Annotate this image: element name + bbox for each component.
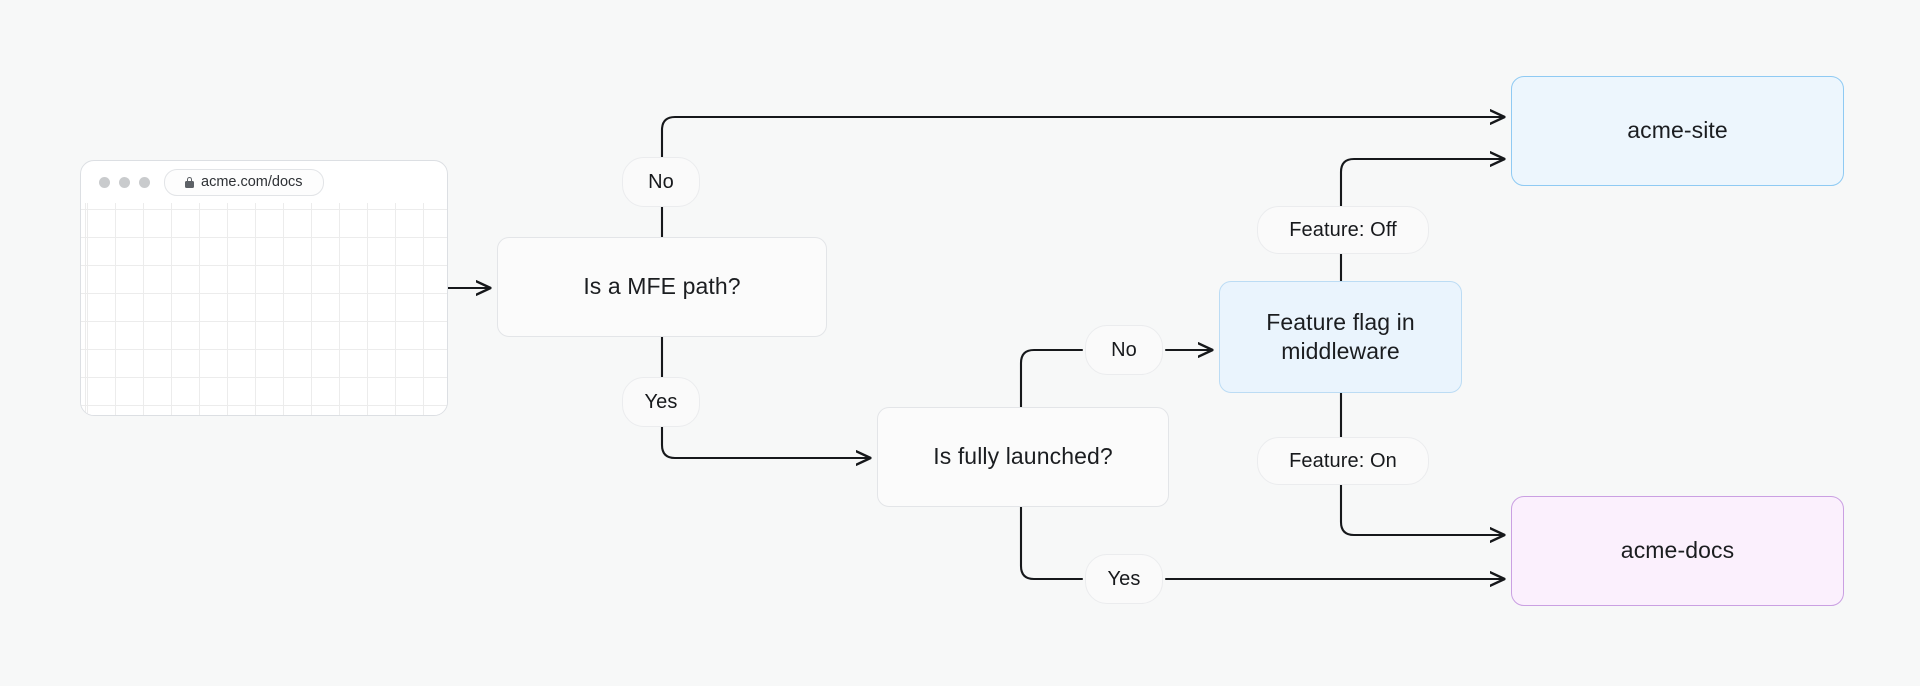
edge-label-text: Feature: Off [1289,218,1397,241]
edge-label-text: No [648,170,674,193]
edge-label-mfe-yes: Yes [622,377,700,427]
node-label: acme-site [1627,117,1728,144]
edge-launch-no-up [1019,348,1084,409]
edge-label-text: No [1111,338,1137,361]
browser-toolbar: acme.com/docs [81,161,447,203]
lock-icon [185,176,194,188]
node-label: acme-docs [1620,537,1735,564]
edge-label-text: Yes [1107,567,1141,590]
maximize-dot[interactable] [139,176,150,188]
edge-launch-yes-down [1019,505,1084,581]
traffic-lights [99,176,150,188]
address-bar-url: acme.com/docs [201,174,303,190]
browser-window[interactable]: acme.com/docs [80,160,448,416]
minimize-dot[interactable] [119,176,130,188]
node-acme-site[interactable]: acme-site [1511,76,1844,186]
node-is-a-mfe-path[interactable]: Is a MFE path? [497,237,827,337]
edge-mfe-no-to-site [660,117,1504,159]
edge-mfe-yes-to-launch [660,425,870,458]
close-dot[interactable] [99,176,110,188]
edge-flag-on-to-docs [1339,483,1504,535]
edge-label-feature-on: Feature: On [1257,437,1429,485]
edge-label-launch-yes: Yes [1085,554,1163,604]
browser-viewport [81,203,447,415]
node-label: Is fully launched? [933,443,1113,470]
edge-label-mfe-no: No [622,157,700,207]
node-label: Is a MFE path? [583,273,741,300]
edge-label-text: Yes [644,390,678,413]
edge-label-text: Feature: On [1289,449,1397,472]
node-label: Feature flag in middleware [1266,308,1415,364]
edge-label-launch-no: No [1085,325,1163,375]
node-is-fully-launched[interactable]: Is fully launched? [877,407,1169,507]
node-feature-flag-in-middleware[interactable]: Feature flag in middleware [1219,281,1462,393]
edge-label-feature-off: Feature: Off [1257,206,1429,254]
node-acme-docs[interactable]: acme-docs [1511,496,1844,606]
edge-flag-off-to-site [1339,159,1504,208]
address-bar[interactable]: acme.com/docs [164,168,324,196]
